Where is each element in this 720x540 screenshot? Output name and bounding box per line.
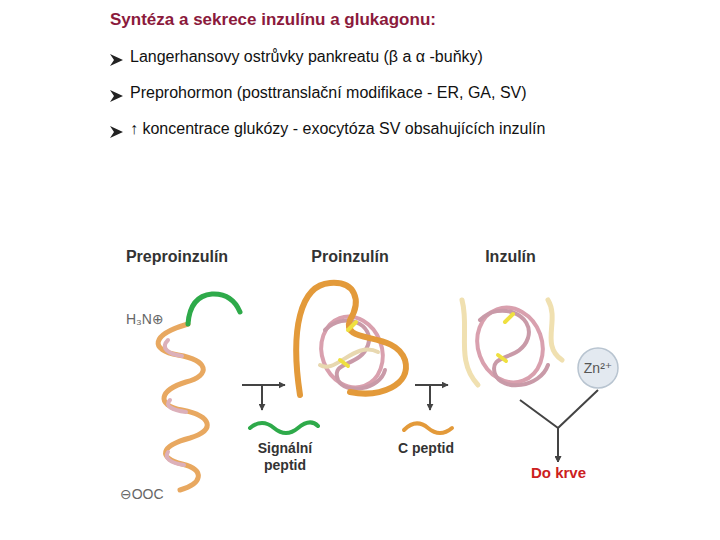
c-peptide-fragment	[404, 423, 452, 433]
c-peptide-loop	[296, 283, 406, 395]
peptide-chain	[165, 340, 182, 356]
peptide-chain	[167, 452, 184, 465]
disulfide-bond	[505, 314, 513, 322]
disulfide-bond	[498, 355, 506, 361]
peptide-chain	[462, 300, 478, 385]
bullet-markers	[110, 54, 123, 138]
node-text: Preproinzulín	[126, 248, 228, 266]
bullet-text: Langerhansovy ostrůvky pankreatu (β a α …	[130, 48, 483, 66]
fragment-label-box: C peptid	[398, 410, 454, 457]
slide-title: Syntéza a sekrece inzulínu a glukagonu:	[110, 10, 436, 30]
process-arrow	[242, 385, 262, 410]
process-arrow	[520, 400, 558, 462]
process-arrow	[558, 390, 598, 462]
bullet-text: ↑ koncentrace glukózy - exocytóza SV obs…	[130, 120, 545, 138]
node-text: Inzulín	[485, 248, 536, 266]
c-terminus-label: ⊖OOC	[120, 486, 164, 502]
peptide-chain	[480, 311, 548, 386]
node-text: C peptid	[398, 440, 454, 457]
node-text: Do krve	[531, 464, 586, 481]
ion-circle	[578, 348, 618, 388]
node-text: Signální peptid	[245, 440, 325, 474]
molecule-figure: Proinzulín	[285, 248, 415, 406]
bullet-arrow	[110, 90, 123, 102]
peptide-chain	[158, 324, 207, 490]
destination-label: Do krve	[528, 462, 589, 483]
process-arrow	[415, 385, 430, 410]
n-terminus-label: H₃N⊕	[126, 311, 164, 327]
node-text: Proinzulín	[311, 248, 388, 266]
bullet-arrow	[110, 54, 123, 66]
bullet-arrow	[110, 126, 123, 138]
disulfide-bond	[340, 360, 348, 366]
peptide-chain	[548, 300, 562, 360]
signal-sequence	[188, 294, 240, 324]
signal-peptide-fragment	[250, 422, 318, 433]
proinsulin-molecule	[296, 283, 406, 396]
node-text: Zn²⁺	[584, 360, 612, 376]
insulin-molecule	[462, 298, 562, 391]
disulfide-bond	[348, 322, 356, 330]
zinc-ion-circle: Zn²⁺	[576, 346, 620, 390]
bullet-text: Preprohormon (posttranslační modifikace …	[130, 84, 527, 102]
peptide-chain	[320, 349, 378, 366]
preproinsulin-molecule	[158, 294, 240, 490]
peptide-chain	[168, 400, 186, 412]
peptide-chain	[467, 298, 553, 391]
molecule-figure: Inzulín	[448, 248, 573, 400]
molecule-figure: Preproinzulín	[112, 248, 242, 510]
fragment-label-box: Signální peptid	[245, 410, 325, 474]
